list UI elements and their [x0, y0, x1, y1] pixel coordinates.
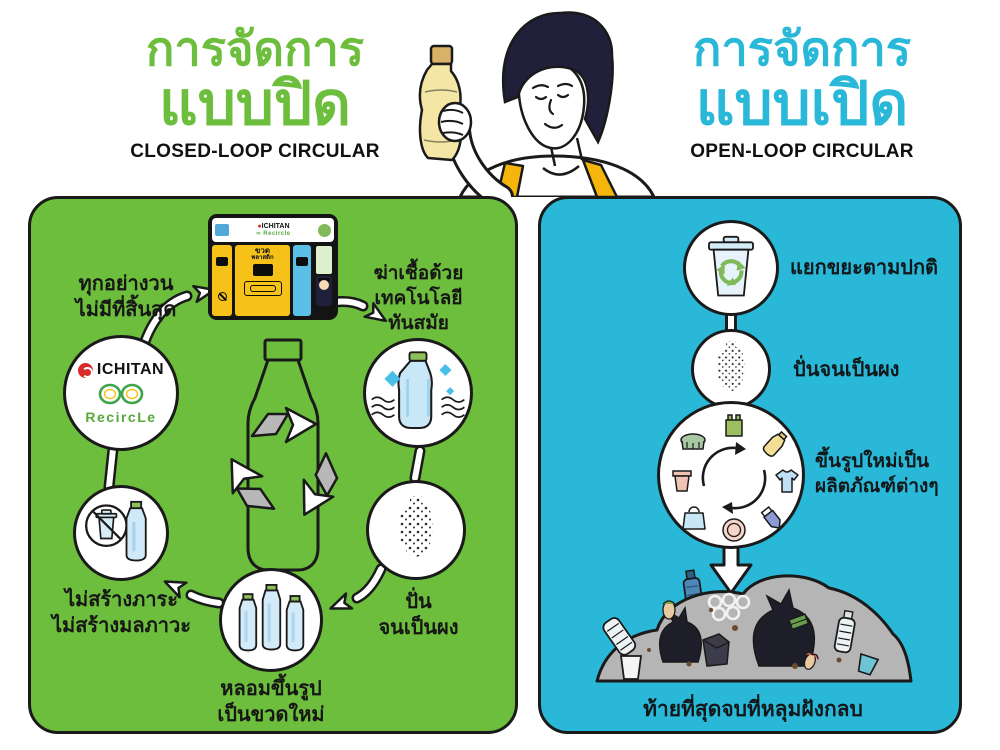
six-pack-rings	[707, 592, 751, 622]
teal-cup	[857, 652, 880, 676]
no-waste-node	[73, 485, 169, 581]
cycle-arrows-icon	[701, 442, 767, 514]
hair	[502, 11, 614, 145]
crushed-bottle	[602, 617, 637, 656]
machine-bottle-slot: ขวด พลาสติก	[235, 245, 290, 316]
recircle-wordmark: RecircLe	[85, 409, 157, 425]
grind-label-open: ปั่นจนเป็นผง	[793, 359, 900, 381]
sterilize-label: ฆ่าเชื้อด้วย เทคโนโลยี ทันสมัย	[373, 263, 464, 335]
powder-node	[366, 480, 466, 580]
sort-waste-label: แยกขยะตามปกติ	[790, 257, 939, 279]
closed-loop-cycle-arrows	[103, 280, 426, 618]
closed-loop-subtitle: CLOSED-LOOP CIRCULAR	[130, 141, 380, 163]
machine-poster-column	[314, 245, 334, 316]
ichitan-recircle-logo-node: ICHITAN RecircLe	[63, 335, 179, 451]
closed-loop-header: การจัดการ แบบปิด CLOSED-LOOP CIRCULAR	[105, 25, 405, 163]
open-loop-panel: แยกขยะตามปกติ ปั่นจนเป็นผง	[538, 196, 962, 734]
bottle-recycle-icon	[230, 338, 339, 572]
hand	[437, 101, 473, 143]
recycle-bin-icon	[708, 235, 754, 297]
machine-right-slot	[293, 245, 311, 316]
powder-node-open	[691, 329, 771, 409]
machine-program: ∞ Recircle	[256, 230, 291, 237]
closed-loop-title-thai: การจัดการ แบบปิด	[105, 22, 405, 137]
plate-icon	[722, 518, 746, 542]
crushed-box	[702, 633, 730, 667]
apple-core	[803, 651, 819, 670]
closed-loop-panel: ●ICHITAN ∞ Recircle ขวด พลาสติก	[28, 196, 518, 734]
no-burden-label: ไม่สร้างภาระ ไม่สร้างมลภาวะ	[51, 589, 191, 638]
mascot	[316, 276, 332, 306]
trash-bag	[752, 587, 816, 667]
sterilize-node	[363, 338, 473, 448]
recycle-arrows-icon	[716, 259, 746, 286]
partner-logo-chip	[215, 224, 229, 236]
landfill-label: ท้ายที่สุดจบที่หลุมฝังกลบ	[643, 698, 863, 721]
products-cycle-node	[657, 401, 805, 549]
grind-label: ปั่น จนเป็นผง	[378, 591, 459, 640]
food-container-icon	[680, 433, 706, 450]
infinity-icon	[98, 383, 144, 405]
poster	[316, 246, 332, 274]
ichitan-dot-icon: ●	[257, 223, 262, 231]
three-bottles-icon	[238, 584, 305, 652]
sort-waste-node	[683, 220, 779, 316]
plastic-bag-icon	[725, 414, 743, 437]
reverse-vending-machine: ●ICHITAN ∞ Recircle ขวด พลาสติก	[208, 214, 338, 320]
white-cup	[619, 655, 643, 680]
open-loop-subtitle: OPEN-LOOP CIRCULAR	[690, 141, 914, 163]
title-line2: แบบเปิด	[695, 69, 909, 137]
powder-bottle-icon	[716, 340, 746, 392]
collar-line	[542, 165, 580, 176]
landfill-pile-icon	[595, 569, 913, 683]
title-line2: แบบปิด	[159, 69, 351, 137]
bottle-icon	[762, 430, 788, 457]
man-holding-bottle-illustration	[418, 11, 655, 197]
remold-label: หลอมขึ้นรูป เป็นขวดใหม่	[217, 678, 325, 727]
dirt-dots	[647, 607, 842, 669]
tube-icon	[760, 506, 781, 529]
shopping-bag-icon	[682, 506, 706, 530]
eco-badge-chip	[318, 223, 331, 237]
machine-brand: ●ICHITAN	[257, 223, 290, 231]
sterilized-bottle-icon	[371, 351, 465, 430]
reform-label: ขึ้นรูปใหม่เป็น ผลิตภัณฑ์ต่างๆ	[815, 451, 939, 498]
wave-lines	[371, 396, 465, 418]
bottle-icon	[125, 500, 147, 562]
green-scrap	[788, 613, 810, 631]
infinity-icon: ∞	[256, 230, 264, 237]
trash-bag	[658, 605, 702, 663]
endless-cycle-label: ทุกอย่างวน ไม่มีที่สิ้นสุด	[75, 273, 177, 322]
open-loop-title-thai: การจัดการ แบบเปิด	[652, 22, 952, 137]
no-icon	[217, 292, 227, 301]
tshirt-icon	[775, 469, 799, 493]
ribbed-bottle	[833, 609, 856, 654]
bottle-outline-icon	[243, 280, 282, 296]
new-bottles-node	[219, 568, 323, 672]
ichitan-wordmark: ICHITAN	[96, 361, 165, 378]
recycle-arrows-icon	[230, 406, 339, 516]
face-features	[531, 82, 574, 129]
no-trash-bin-icon	[85, 500, 147, 562]
title-line1: การจัดการ	[145, 22, 365, 75]
powder-bottle-icon	[398, 496, 434, 557]
apple-core	[662, 600, 676, 620]
cup-icon	[672, 470, 692, 492]
machine-left-slot	[212, 245, 232, 316]
title-line1: การจัดการ	[692, 22, 912, 75]
ichitan-swirl-icon	[77, 362, 93, 378]
machine-banner: ●ICHITAN ∞ Recircle	[212, 218, 334, 242]
open-loop-header: การจัดการ แบบเปิด OPEN-LOOP CIRCULAR	[652, 25, 952, 163]
